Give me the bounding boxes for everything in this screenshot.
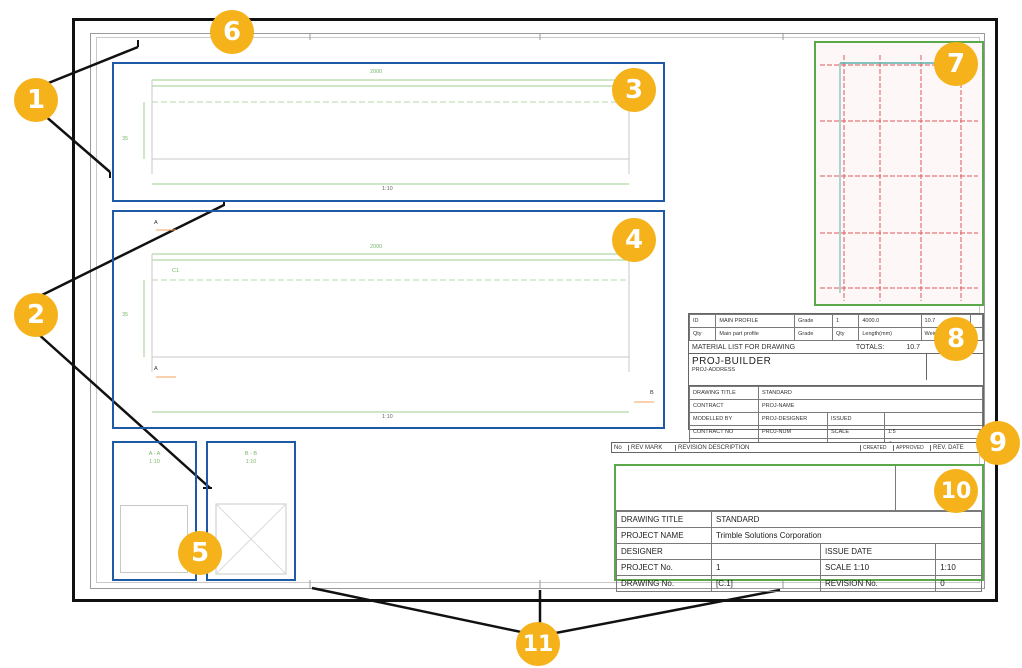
header-cell: Grade [794,327,833,341]
tb-value: 1 [711,559,821,576]
title-block[interactable]: DRAWING TITLE STANDARD PROJECT NAME Trim… [614,464,984,592]
company-name: PROJ-BUILDER [692,356,772,367]
section-title: B - B [244,451,258,457]
info-value: PROJ-NAME [758,399,983,413]
callout-marker: 4 [612,218,656,262]
tb-label: SCALE 1:10 [819,559,937,576]
elevation-view-top[interactable]: 2000 35 1:10 [112,62,665,202]
material-list-title: MATERIAL LIST FOR DRAWING [692,343,796,351]
header-cell: Length(mm) [858,327,922,341]
tb-label: ISSUE DATE [819,543,937,560]
revision-header: No [612,444,629,451]
section-marker-b: B [650,390,654,396]
tb-value: [C.1] [711,575,821,592]
totals-label: TOTALS: [855,343,885,351]
tb-value: Trimble Solutions Corporation [711,527,982,544]
info-value: STANDARD [758,386,983,400]
material-list-block[interactable]: ID MAIN PROFILE Grade 1 4000.0 10.7 Qty … [688,313,984,452]
callout-marker: 10 [934,469,978,513]
dimension-label: 35 [122,312,129,318]
section-scale: 1:10 [149,459,160,465]
tb-label: REVISION No. [819,575,937,592]
header-cell: Qty [688,327,717,341]
tb-label: DESIGNER [616,543,712,560]
tb-label: PROJECT NAME [616,527,712,544]
header-cell: 1 [831,314,860,328]
elevation-view-main[interactable]: A A B 2000 C1 35 1:10 [112,210,665,429]
header-cell: Qty [831,327,860,341]
header-cell: MAIN PROFILE [715,314,796,328]
section-marker-a: A [154,220,158,226]
dimension-label: 35 [122,136,129,142]
revision-header: APPROVED [894,444,931,451]
sheet-frame-border [96,37,980,583]
callout-marker: 7 [934,42,978,86]
section-title: A - A [148,451,161,457]
callout-marker: 3 [612,68,656,112]
tb-label: DRAWING No. [616,575,712,592]
info-value: PROJ-NUM [758,425,828,439]
info-value [884,412,983,426]
company-address: PROJ-ADDRESS [692,367,736,373]
sheet-outer-border [72,18,998,602]
info-key: MODELLED BY [689,412,759,426]
totals-value: 10.7 [906,343,920,351]
callout-marker: 1 [14,78,58,122]
info-key: CONTRACT NO [689,425,759,439]
header-cell: 4000.0 [858,314,922,328]
part-label: C1 [172,268,180,274]
tb-value [935,543,982,560]
tb-value: 1:10 [935,559,982,576]
header-cell: Main part profile [715,327,796,341]
info-value: 1:5 [884,425,983,439]
dimension-label: 2000 [370,69,383,75]
header-cell: Grade [794,314,833,328]
info-value: PROJ-DESIGNER [758,412,828,426]
view-scale-label: 1:10 [382,186,393,192]
view-main-linework [143,229,654,413]
tb-label: DRAWING TITLE [616,511,712,528]
info-key: SCALE [827,425,885,439]
section-scale: 1:10 [245,459,257,465]
callout-marker: 8 [934,317,978,361]
revision-header: REVISION DESCRIPTION [676,444,861,451]
info-key: ISSUED [827,412,885,426]
tb-value: 0 [935,575,982,592]
callout-marker: 5 [178,531,222,575]
revision-header: CREATED [861,444,894,451]
revision-header: REV. DATE [933,444,964,451]
material-list-title-row: MATERIAL LIST FOR DRAWING TOTALS: 10.7 [689,341,983,354]
section-marker-a: A [154,366,158,372]
info-key: DRAWING TITLE [689,386,759,400]
revision-header: REV MARK [629,444,676,451]
title-block-table: DRAWING TITLE STANDARD PROJECT NAME Trim… [616,511,982,592]
section-shape [120,505,188,573]
dimension-label: 2000 [370,244,383,250]
callout-marker: 2 [14,293,58,337]
callout-marker: 9 [976,421,1020,465]
tb-value [711,543,821,560]
header-cell: ID [688,314,717,328]
tb-label: PROJECT No. [616,559,712,576]
section-shape [215,503,287,575]
company-block: PROJ-BUILDER PROJ-ADDRESS [689,354,983,386]
info-key: CONTRACT [689,399,759,413]
title-block-logo-area [616,466,982,511]
view-top-linework [143,79,630,185]
tb-value: STANDARD [711,511,982,528]
callout-marker: 6 [210,10,254,54]
view-scale-label: 1:10 [382,414,393,420]
sheet-inner-border [90,33,985,589]
revision-bar[interactable]: No REV MARK REVISION DESCRIPTION CREATED… [611,442,984,453]
callout-marker: 11 [516,622,560,666]
